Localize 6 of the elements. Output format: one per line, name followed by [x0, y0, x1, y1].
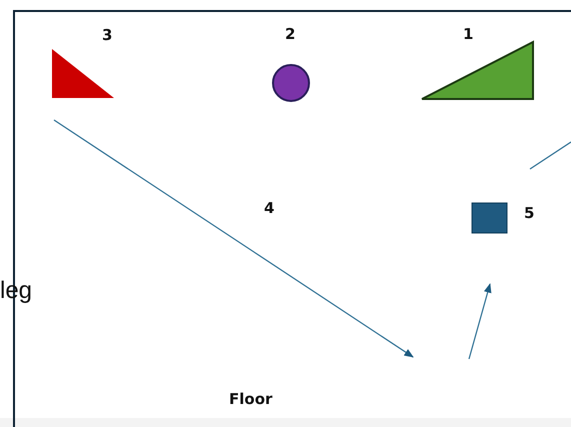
callout-number: 1	[463, 25, 474, 43]
callout-number: 5	[524, 204, 534, 222]
floor-label: Floor	[229, 390, 272, 408]
callout-number: 2	[285, 25, 296, 43]
callout-number: 3	[102, 26, 112, 44]
callout-number: 4	[264, 199, 274, 217]
